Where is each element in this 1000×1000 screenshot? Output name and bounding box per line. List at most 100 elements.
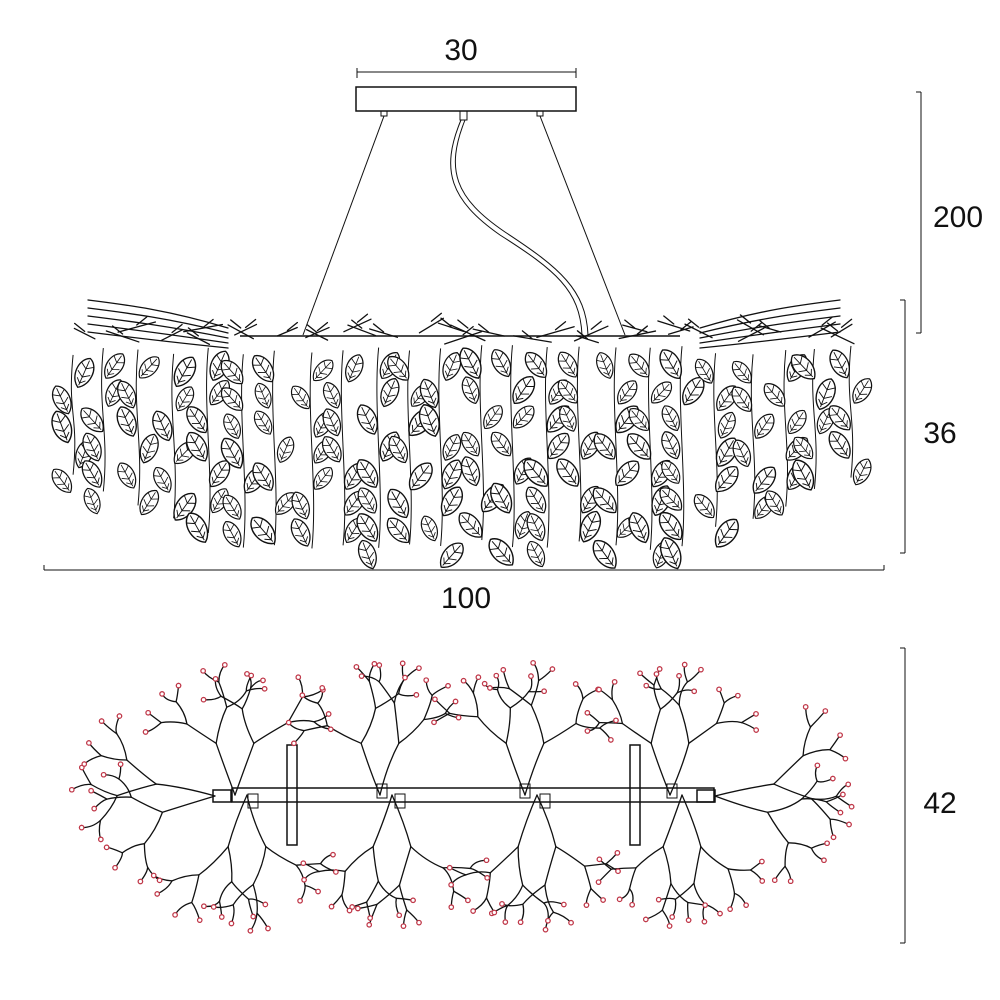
branch-tip bbox=[196, 917, 203, 923]
coral-branch bbox=[232, 883, 254, 906]
crystal-leaf bbox=[175, 386, 195, 412]
coral-branch bbox=[171, 874, 200, 882]
crystal-leaf bbox=[153, 467, 172, 493]
crown-twig bbox=[820, 322, 855, 345]
coral-branch bbox=[398, 884, 408, 911]
branch-tip bbox=[541, 688, 547, 695]
branch-tip bbox=[448, 882, 454, 888]
crystal-leaf bbox=[139, 490, 160, 516]
crystal-leaf bbox=[852, 378, 873, 404]
coral-branch bbox=[688, 722, 718, 744]
crystal-leaf bbox=[693, 494, 715, 519]
branch-tip bbox=[528, 673, 534, 679]
coral-branch bbox=[252, 846, 267, 886]
branch-tip bbox=[210, 904, 217, 910]
coral-branch bbox=[465, 871, 491, 876]
branch-tip bbox=[247, 928, 254, 934]
coral-branch bbox=[360, 707, 377, 744]
branch-tip bbox=[91, 805, 97, 812]
crystal-leaf bbox=[83, 487, 101, 515]
crystal-leaf bbox=[556, 458, 580, 487]
strand-wire bbox=[376, 347, 381, 548]
canopy-width-label: 30 bbox=[444, 34, 477, 67]
branch-tip bbox=[218, 914, 225, 920]
branch-tip bbox=[154, 891, 161, 897]
branch-tip bbox=[470, 908, 476, 914]
crystal-leaf bbox=[253, 410, 273, 435]
branch-tip bbox=[200, 696, 207, 703]
coral-branch bbox=[508, 688, 532, 706]
crown-twig bbox=[450, 319, 486, 342]
crystal-leaf bbox=[251, 355, 275, 383]
coral-branch bbox=[802, 749, 831, 757]
branch-tip bbox=[137, 878, 144, 885]
branch-tip bbox=[608, 737, 614, 743]
crystal-leaf bbox=[82, 432, 102, 462]
coral-branch bbox=[501, 903, 524, 907]
crown-twig bbox=[622, 319, 648, 333]
crystal-leaf bbox=[764, 490, 785, 516]
coral-branch bbox=[583, 865, 592, 890]
branch-tip bbox=[616, 896, 623, 903]
crystal-leaf bbox=[185, 432, 209, 462]
branch-tip bbox=[743, 902, 749, 908]
coral-branch bbox=[681, 794, 702, 848]
coral-branch bbox=[670, 883, 689, 904]
branch-tip bbox=[291, 740, 297, 747]
branch-tip bbox=[643, 682, 650, 689]
branch-tip bbox=[676, 673, 682, 679]
crystal-leaf bbox=[117, 380, 137, 409]
coral-branch bbox=[509, 690, 530, 709]
end-twig bbox=[87, 307, 229, 334]
coral-branch bbox=[191, 874, 200, 904]
coral-branch bbox=[143, 843, 149, 868]
coral-branch bbox=[693, 846, 702, 884]
branch-tip bbox=[367, 915, 373, 921]
chandelier-side-view bbox=[51, 299, 873, 570]
crystal-leaf bbox=[626, 433, 652, 460]
branch-tip bbox=[333, 869, 339, 875]
crystal-leaf bbox=[387, 355, 410, 381]
coral-branch bbox=[802, 726, 812, 757]
branch-tip bbox=[319, 685, 326, 691]
crystal-leaf bbox=[650, 381, 673, 404]
branch-tip bbox=[98, 718, 105, 724]
crystal-leaf bbox=[322, 408, 342, 437]
end-twig bbox=[699, 299, 841, 329]
crystal-leaf bbox=[139, 433, 159, 464]
crystal-leaf bbox=[661, 405, 680, 432]
branch-tip bbox=[100, 771, 107, 778]
crystal-leaf bbox=[186, 406, 208, 434]
branch-tip bbox=[88, 787, 94, 794]
coral-branch bbox=[234, 742, 255, 796]
coral-branch bbox=[98, 819, 102, 841]
branch-tip bbox=[327, 726, 334, 733]
crystal-leaf bbox=[828, 405, 851, 431]
crystal-leaf bbox=[488, 538, 514, 566]
coral-branch bbox=[365, 880, 379, 903]
crystal-leaf bbox=[380, 378, 400, 408]
crown-twig bbox=[369, 323, 399, 338]
branch-tip bbox=[402, 674, 408, 681]
coral-branch bbox=[543, 722, 577, 744]
coral-branch bbox=[801, 780, 818, 800]
coral-branch bbox=[507, 884, 524, 906]
coral-branch bbox=[635, 846, 664, 869]
coral-branch bbox=[805, 706, 812, 728]
coral-branch bbox=[610, 867, 637, 870]
branch-tip bbox=[595, 879, 602, 885]
crystal-leaf bbox=[220, 387, 244, 411]
coral-branch bbox=[829, 818, 850, 826]
coral-branch bbox=[659, 692, 678, 710]
crystal-leaf bbox=[593, 433, 616, 460]
branch-tip bbox=[821, 857, 827, 864]
branch-tip bbox=[637, 670, 643, 677]
branch-tip bbox=[583, 902, 590, 908]
branch-tip bbox=[837, 732, 843, 738]
crystal-leaf bbox=[51, 410, 73, 444]
branch-tip bbox=[300, 860, 307, 866]
coral-branch bbox=[448, 712, 479, 718]
coral-branch bbox=[301, 689, 324, 698]
crystal-leaf bbox=[714, 518, 739, 548]
branch-tip bbox=[611, 679, 618, 685]
